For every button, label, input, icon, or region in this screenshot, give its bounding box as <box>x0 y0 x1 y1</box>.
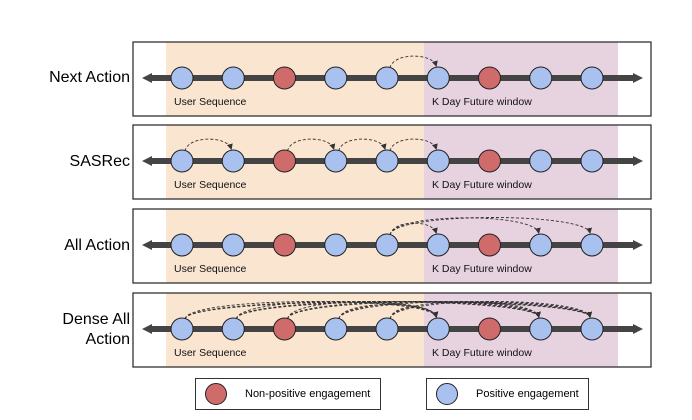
dependency-arrow <box>287 301 541 320</box>
positive-engagement-node <box>580 233 604 257</box>
positive-engagement-node <box>170 66 194 90</box>
timeline-left-arrow-icon <box>142 240 152 250</box>
timeline-right-arrow-icon <box>633 240 643 250</box>
positive-engagement-node <box>221 233 245 257</box>
timeline-left-arrow-icon <box>142 156 152 166</box>
positive-engagement-node <box>529 149 553 173</box>
dependency-arrow <box>184 138 233 152</box>
dependency-arrow <box>287 301 592 320</box>
user-sequence-label: User Sequence <box>174 96 247 108</box>
dependency-arrow <box>184 301 439 320</box>
positive-engagement-node <box>426 66 450 90</box>
positive-engagement-node <box>375 66 399 90</box>
positive-engagement-node <box>580 317 604 341</box>
non-positive-engagement-node <box>273 233 296 257</box>
positive-engagement-node <box>580 149 604 173</box>
dependency-arrow <box>389 55 438 69</box>
dependency-arrow <box>338 301 541 320</box>
positive-engagement-node <box>324 317 348 341</box>
panel-border <box>132 41 652 117</box>
future-window-label: K Day Future window <box>432 347 532 359</box>
dependency-arrow <box>389 301 541 320</box>
positive-engagement-node <box>324 233 348 257</box>
positive-engagement-node <box>529 233 553 257</box>
timeline-right-arrow-icon <box>633 156 643 166</box>
dependency-arrow <box>389 301 592 320</box>
row-label-line-2: Action <box>85 331 130 348</box>
future-window-label: K Day Future window <box>432 179 532 191</box>
positive-engagement-node <box>375 149 399 173</box>
positive-engagement-node <box>529 317 553 341</box>
non-positive-engagement-node <box>478 317 501 341</box>
non-positive-engagement-node <box>478 233 501 257</box>
dependency-arrow <box>235 301 541 320</box>
positive-engagement-node <box>324 149 348 173</box>
dependency-arrow <box>235 301 592 320</box>
non-positive-engagement-node <box>273 66 296 90</box>
timeline-right-arrow-icon <box>633 324 643 334</box>
panel-border <box>132 124 652 200</box>
dependency-arrow <box>389 217 592 236</box>
legend-non-positive: Non-positive engagement <box>195 378 381 410</box>
user-sequence-label: User Sequence <box>174 263 247 275</box>
user-sequence-label: User Sequence <box>174 179 247 191</box>
legend-positive: Positive engagement <box>426 378 589 410</box>
row-label-sasrec: SASRec <box>69 153 130 170</box>
positive-engagement-node <box>221 66 245 90</box>
non-positive-circle-icon <box>205 383 227 405</box>
legend-non-positive-label: Non-positive engagement <box>245 388 371 400</box>
dependency-arrow <box>287 138 336 152</box>
dependency-arrow <box>235 301 439 320</box>
positive-engagement-node <box>375 233 399 257</box>
panel-dense-all-action: User Sequence K Day Future window <box>132 292 652 368</box>
non-positive-engagement-node <box>478 66 501 90</box>
panel-border <box>132 208 652 284</box>
row-label-dense-all-action: Dense All Action <box>62 310 130 350</box>
dependency-arrow <box>389 217 541 236</box>
panel-border <box>132 292 652 368</box>
positive-engagement-node <box>324 66 348 90</box>
non-positive-engagement-node <box>273 317 296 341</box>
positive-engagement-node <box>221 317 245 341</box>
dependency-arrow <box>338 301 592 320</box>
positive-engagement-node <box>170 317 194 341</box>
user-sequence-label: User Sequence <box>174 347 247 359</box>
positive-engagement-node <box>529 66 553 90</box>
future-window-label: K Day Future window <box>432 96 532 108</box>
dependency-arrow <box>338 138 387 152</box>
timeline-left-arrow-icon <box>142 324 152 334</box>
positive-circle-icon <box>436 383 458 405</box>
positive-engagement-node <box>426 317 450 341</box>
positive-engagement-node <box>426 149 450 173</box>
positive-engagement-node <box>375 317 399 341</box>
panel-all-action: User Sequence K Day Future window <box>132 208 652 284</box>
row-label-next-action: Next Action <box>49 69 130 86</box>
row-label-line-1: Dense All <box>62 311 130 328</box>
timeline-left-arrow-icon <box>142 73 152 83</box>
positive-engagement-node <box>426 233 450 257</box>
panel-sasrec: User Sequence K Day Future window <box>132 124 652 200</box>
positive-engagement-node <box>170 233 194 257</box>
non-positive-engagement-node <box>478 149 501 173</box>
non-positive-engagement-node <box>273 149 296 173</box>
dependency-arrow <box>389 138 438 152</box>
timeline-right-arrow-icon <box>633 73 643 83</box>
positive-engagement-node <box>221 149 245 173</box>
positive-engagement-node <box>170 149 194 173</box>
row-label-all-action: All Action <box>64 237 130 254</box>
positive-engagement-node <box>580 66 604 90</box>
legend-positive-label: Positive engagement <box>476 388 579 400</box>
future-window-label: K Day Future window <box>432 263 532 275</box>
panel-next-action: User Sequence K Day Future window <box>132 41 652 117</box>
